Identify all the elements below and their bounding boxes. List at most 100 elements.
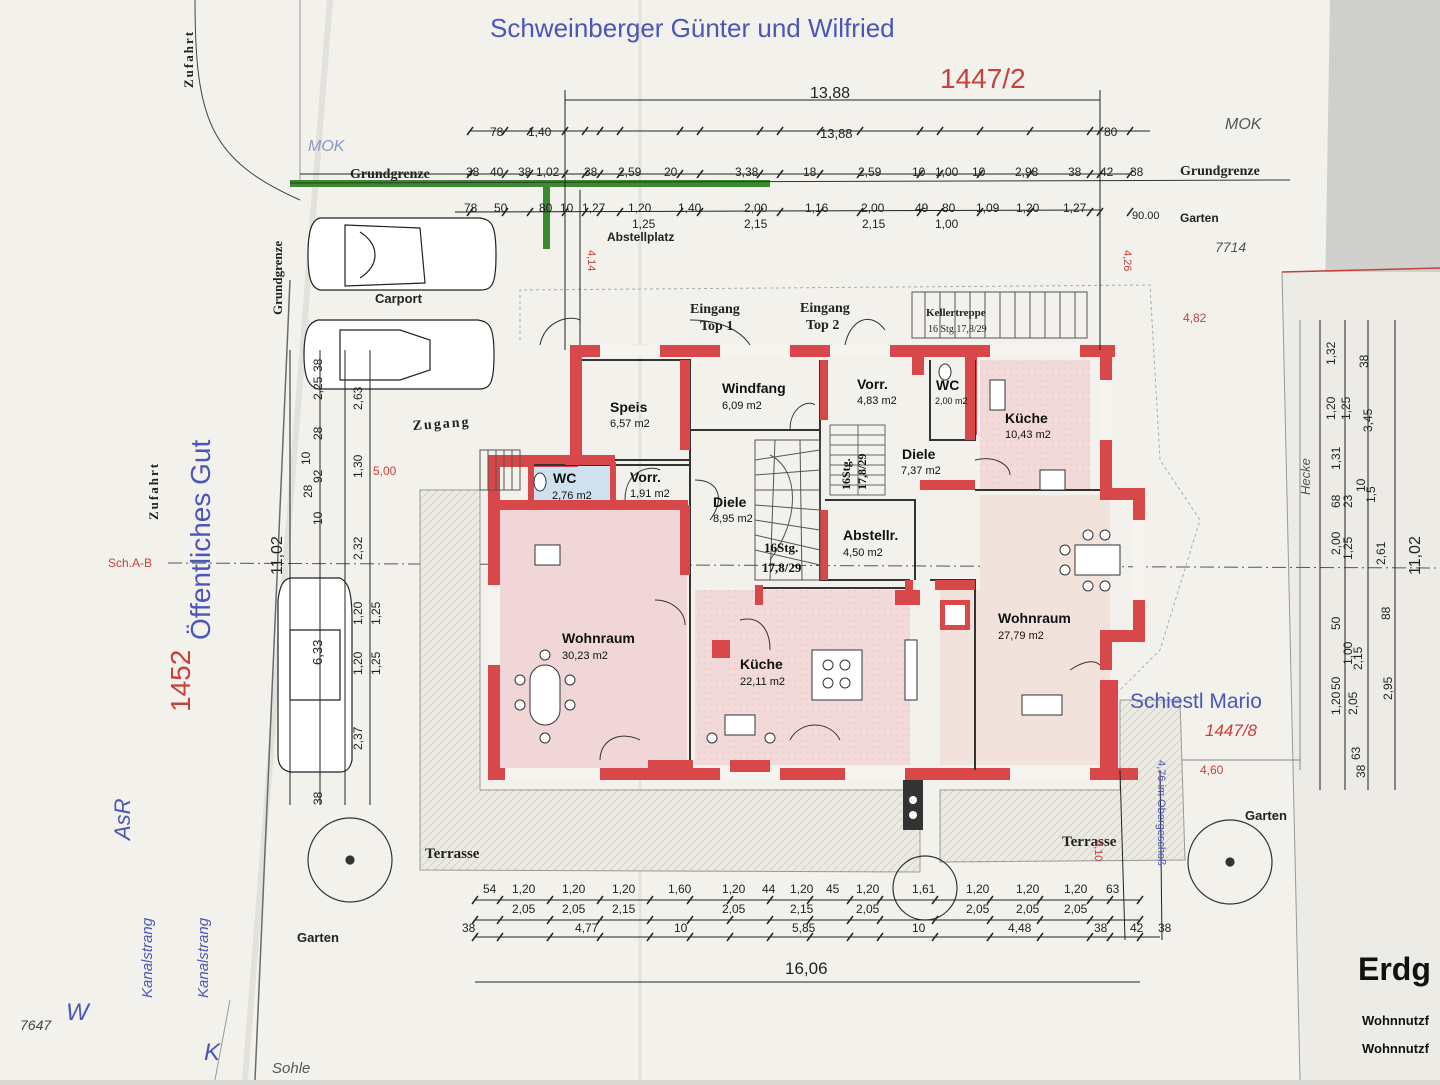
dims-top2-label: 18: [803, 165, 817, 179]
dims-right-label: 1,31: [1329, 446, 1343, 470]
dims-right-label: 1,32: [1324, 341, 1338, 365]
room-abstellr-area: 4,50 m2: [843, 547, 883, 559]
dining-table-right: [1059, 529, 1121, 592]
dims-top2-label: 2,98: [1015, 165, 1039, 179]
dims-bot3-label: 38: [1094, 921, 1108, 935]
room-diele-left: Diele: [713, 494, 747, 510]
terrasse-right: Terrasse: [1062, 834, 1117, 850]
dims-left-label: 1,25: [369, 601, 383, 625]
dims-top3-label: 1,27: [582, 201, 606, 215]
dims-top3-label: 1,16: [805, 201, 829, 215]
room-diele-left-area: 8,95 m2: [713, 513, 753, 525]
dims-bot1-label: 1,61: [912, 882, 936, 896]
dims-right-label: 1,20: [1324, 396, 1338, 420]
dims-top2-label: 1,02: [536, 165, 560, 179]
dims-top3-label: 1,20: [1016, 201, 1040, 215]
dims-bot2-label: 2,05: [722, 902, 746, 916]
dims-top3-label: 1,27: [1063, 201, 1087, 215]
dims-top2-label: 38: [466, 165, 480, 179]
floor-wohnraum-left: [497, 510, 687, 770]
dims-right-label: 1,25: [1341, 536, 1355, 560]
w-label: W: [66, 999, 91, 1026]
kanal-label-2: Kanalstrang: [195, 917, 212, 998]
dims-bot3-label: 38: [1158, 921, 1172, 935]
car-top: [307, 217, 497, 291]
room-wc-left: WC: [553, 470, 576, 486]
hecke-label: Hecke: [1298, 458, 1313, 495]
room-wohnraum-left: Wohnraum: [562, 630, 635, 646]
dims-left-label: 2,25: [311, 376, 325, 400]
red-dim-414: 4,14: [585, 250, 597, 271]
dims-top3-label: 1,09: [976, 201, 1000, 215]
eingang2-label: Eingang: [800, 301, 850, 316]
dims-left-label: 10: [299, 451, 313, 465]
dims-bot1-label: 63: [1106, 882, 1120, 896]
garten-bottom-right: Garten: [1245, 808, 1287, 823]
total-width-top2: 13,88: [820, 126, 853, 141]
dining-table-left: [514, 544, 576, 744]
owner-top: Schweinberger Günter und Wilfried: [490, 13, 895, 43]
dims-right-label: 23: [1341, 494, 1355, 508]
neighbor-parcel: 1447/8: [1205, 721, 1258, 740]
green-boundary: [290, 180, 770, 187]
dims-left-label: 10: [311, 511, 325, 525]
kellertreppe-label: Kellertreppe: [926, 307, 986, 319]
dims-bot1-label: 1,20: [562, 882, 586, 896]
dims-left-label: 1,20: [351, 601, 365, 625]
obergeschoss-note: 4,76 im Obergeschoß: [1155, 760, 1167, 866]
dims-bot1-label: 44: [762, 882, 776, 896]
stairs-main-label: 16Stg.: [764, 540, 798, 555]
red-dim-460: 4,60: [1200, 763, 1224, 777]
dims-left-label: 2,63: [351, 386, 365, 410]
mok-left: MOK: [308, 138, 346, 155]
room-wc-left-area: 2,76 m2: [552, 490, 592, 502]
dims-top3-label: 80: [539, 201, 553, 215]
dims-top2-label: 2,59: [858, 165, 882, 179]
wohnnutz-2: Wohnnutzf: [1362, 1041, 1430, 1056]
kanal-label-1: Kanalstrang: [139, 917, 156, 998]
dims-right-label: 68: [1329, 494, 1343, 508]
room-windfang: Windfang: [722, 380, 786, 396]
dims-right-label: 1,25: [1339, 396, 1353, 420]
dims-top2-label: 38: [1068, 165, 1082, 179]
dims-left-label: 2,32: [351, 536, 365, 560]
dims-right-label: 10: [1354, 478, 1368, 492]
room-windfang-area: 6,09 m2: [722, 400, 762, 412]
dims-bot1-label: 1,20: [790, 882, 814, 896]
room-wc-top: WC: [936, 377, 959, 393]
dims-right-label: 88: [1379, 606, 1393, 620]
dims-top2-label: 10: [912, 165, 926, 179]
dims-right-label: 2,15: [1351, 646, 1365, 670]
car-bottom: [277, 577, 353, 773]
room-speis: Speis: [610, 399, 648, 415]
room-kueche-top-area: 10,43 m2: [1005, 429, 1051, 441]
dims-bot2-label: 2,05: [1016, 902, 1040, 916]
dims-bot2-label: 2,05: [512, 902, 536, 916]
stairs-main-sub: 17,8/29: [762, 560, 802, 575]
terrasse-left: Terrasse: [425, 846, 480, 862]
dims-top3-label: 78: [464, 201, 478, 215]
asr-label: AsR: [110, 798, 135, 842]
grundgrenze-left: Grundgrenze: [350, 167, 430, 182]
dims-bot2-label: 2,05: [966, 902, 990, 916]
dims-top1-label: 78: [490, 125, 504, 139]
dims-bot3-label: 4,77: [575, 921, 599, 935]
dims-top2-label: 38: [1130, 165, 1144, 179]
neighbor-name: Schiestl Mario: [1130, 690, 1262, 713]
garten-top-right: Garten: [1180, 211, 1219, 225]
dims-bot2-label: 2,05: [856, 902, 880, 916]
dims-top3b-label: 1,25: [632, 217, 656, 231]
dims-right-label: 2,61: [1374, 541, 1388, 565]
terrace-right: [939, 699, 1186, 863]
dims-right-label: 50: [1329, 676, 1343, 690]
dims-top3-label: 80: [942, 201, 956, 215]
room-abstellr: Abstellr.: [843, 527, 898, 543]
dims-top2-label: 20: [664, 165, 678, 179]
public-parcel-number: 1452: [165, 650, 196, 712]
dims-bot1-label: 1,20: [856, 882, 880, 896]
left-height: 11,02: [269, 536, 286, 575]
zufahrt-top: Zufahrt: [181, 30, 196, 88]
kellertreppe-sub: 16 Stg.17,8/29: [928, 324, 987, 335]
dims-top2-label: 2,59: [618, 165, 642, 179]
